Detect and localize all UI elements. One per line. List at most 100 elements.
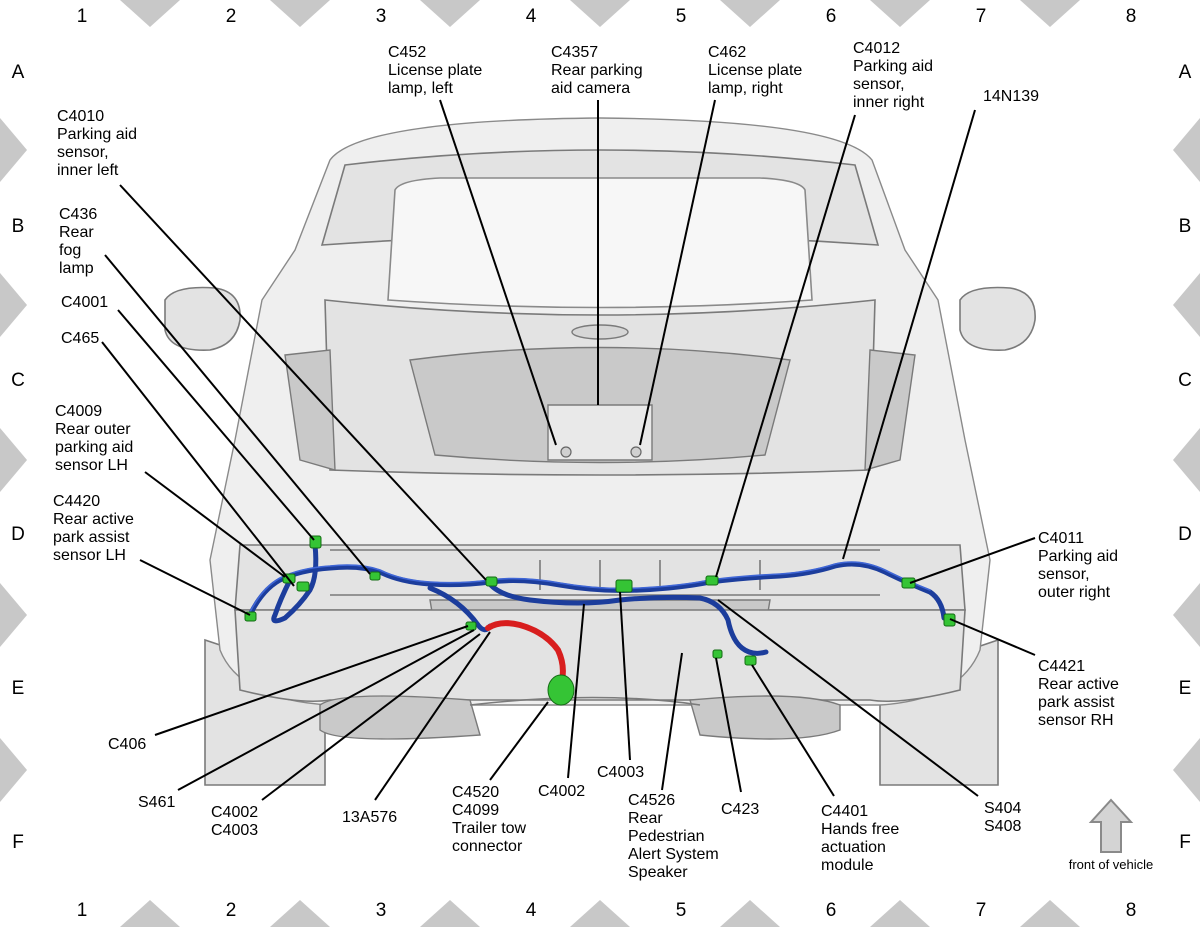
callout-c436: C436 Rear fog lamp: [59, 206, 97, 277]
callout-c4001: C4001: [61, 294, 108, 311]
callout-c4526-line-4: Alert System: [628, 846, 719, 863]
grid-col-3: 3: [376, 6, 387, 27]
grid-col-4: 4: [526, 900, 537, 921]
up-arrow-icon: [1088, 798, 1134, 853]
callout-c4012: C4012 Parking aid sensor, inner right: [853, 40, 933, 111]
leader-lines: [101, 99, 1036, 801]
callout-c4421-line-3: park assist: [1038, 694, 1115, 711]
grid-row-e: E: [1179, 678, 1192, 699]
callout-c4420-line-1: C4420: [53, 493, 100, 510]
grid-column-labels-top: 1 2 3 4 5 6 7 8: [77, 6, 1137, 27]
rear-bumper-wiring-harness: [247, 542, 947, 683]
callout-c4012-line-4: inner right: [853, 94, 925, 111]
callout-c4009-line-1: C4009: [55, 403, 102, 420]
callout-c4002-c4003-left-line-2: C4003: [211, 822, 258, 839]
callout-c436-line-1: C436: [59, 206, 97, 223]
grid-row-f: F: [12, 832, 24, 853]
vehicle-rear-illustration: [164, 117, 1036, 786]
grid-column-labels-bottom: 1 2 3 4 5 6 7 8: [77, 900, 1137, 921]
grid-col-7: 7: [976, 900, 987, 921]
front-of-vehicle-legend: front of vehicle: [1069, 798, 1153, 872]
grid-col-5: 5: [676, 900, 687, 921]
callout-c4010-line-3: sensor,: [57, 144, 109, 161]
callout-c4401-line-1: C4401: [821, 803, 868, 820]
grid-col-8: 8: [1126, 6, 1137, 27]
callout-c406-line-1: C406: [108, 736, 146, 753]
callout-c4357-line-3: aid camera: [551, 80, 630, 97]
callout-c4520-c4099-line-1: C4520: [452, 784, 499, 801]
callout-s461-line-1: S461: [138, 794, 175, 811]
callout-c4010-line-1: C4010: [57, 108, 104, 125]
callout-c4011-line-3: sensor,: [1038, 566, 1090, 583]
callout-c4421: C4421 Rear active park assist sensor RH: [1038, 658, 1119, 729]
callout-s404-s408-line-2: S408: [984, 818, 1021, 835]
callout-c4009-line-3: parking aid: [55, 439, 133, 456]
callout-c4526-line-5: Speaker: [628, 864, 688, 881]
callout-c4421-line-4: sensor RH: [1038, 712, 1114, 729]
grid-row-f: F: [1179, 832, 1191, 853]
grid-row-e: E: [12, 678, 25, 699]
callout-c4009: C4009 Rear outer parking aid sensor LH: [55, 403, 133, 474]
callout-c436-line-2: Rear: [59, 224, 94, 241]
callout-c4526-line-1: C4526: [628, 792, 675, 809]
grid-row-d: D: [11, 524, 25, 545]
grid-col-2: 2: [226, 900, 237, 921]
grid-row-c: C: [1178, 370, 1192, 391]
callout-c4357-line-2: Rear parking: [551, 62, 643, 79]
grid-col-1: 1: [77, 6, 88, 27]
callout-c4421-line-2: Rear active: [1038, 676, 1119, 693]
grid-col-8: 8: [1126, 900, 1137, 921]
callout-c4520-c4099-line-2: C4099: [452, 802, 499, 819]
grid-col-2: 2: [226, 6, 237, 27]
grid-row-d: D: [1178, 524, 1192, 545]
callout-c4002-line-1: C4002: [538, 783, 585, 800]
callout-c452: C452 License plate lamp, left: [388, 44, 482, 97]
callout-c436-line-4: lamp: [59, 260, 94, 277]
callout-c4401-line-4: module: [821, 857, 874, 874]
callout-c465-line-1: C465: [61, 330, 99, 347]
callout-14n139: 14N139: [983, 88, 1039, 105]
callout-c465: C465: [61, 330, 99, 347]
callout-c436-line-3: fog: [59, 242, 81, 259]
callout-s404-s408: S404 S408: [984, 800, 1021, 835]
callout-s461: S461: [138, 794, 175, 811]
callout-c4520-c4099: C4520 C4099 Trailer tow connector: [452, 784, 527, 855]
callout-c4011: C4011 Parking aid sensor, outer right: [1038, 530, 1118, 601]
callout-c452-line-3: lamp, left: [388, 80, 453, 97]
callout-c4009-line-4: sensor LH: [55, 457, 128, 474]
callout-s404-s408-line-1: S404: [984, 800, 1021, 817]
callout-c4002-c4003-left: C4002 C4003: [211, 804, 258, 839]
callout-c4011-line-2: Parking aid: [1038, 548, 1118, 565]
callout-c4002-c4003-left-line-1: C4002: [211, 804, 258, 821]
callout-c4012-line-2: Parking aid: [853, 58, 933, 75]
callout-c4420-line-3: park assist: [53, 529, 130, 546]
callout-13a576: 13A576: [342, 809, 397, 826]
callout-c4003: C4003: [597, 764, 644, 781]
callout-c4520-c4099-line-4: connector: [452, 838, 523, 855]
callout-c4010: C4010 Parking aid sensor, inner left: [57, 108, 137, 179]
callout-14n139-line-1: 14N139: [983, 88, 1039, 105]
grid-row-labels-left: A B C D E F: [11, 62, 25, 853]
callout-13a576-line-1: 13A576: [342, 809, 397, 826]
callout-c423: C423: [721, 801, 759, 818]
grid-row-b: B: [1179, 216, 1192, 237]
callout-c462-line-1: C462: [708, 44, 746, 61]
grid-row-labels-right: A B C D E F: [1178, 62, 1192, 853]
callout-c4420-line-4: sensor LH: [53, 547, 126, 564]
callout-c4002: C4002: [538, 783, 585, 800]
grid-row-a: A: [1179, 62, 1192, 83]
callout-c462-line-2: License plate: [708, 62, 802, 79]
callout-c452-line-1: C452: [388, 44, 426, 61]
callout-c4401: C4401 Hands free actuation module: [821, 803, 899, 874]
callout-c4001-line-1: C4001: [61, 294, 108, 311]
callout-c4526-line-3: Pedestrian: [628, 828, 705, 845]
callout-c462: C462 License plate lamp, right: [708, 44, 802, 97]
callout-c4420-line-2: Rear active: [53, 511, 134, 528]
callout-c4421-line-1: C4421: [1038, 658, 1085, 675]
callout-c4012-line-3: sensor,: [853, 76, 905, 93]
callout-c462-line-3: lamp, right: [708, 80, 783, 97]
grid-row-c: C: [11, 370, 25, 391]
